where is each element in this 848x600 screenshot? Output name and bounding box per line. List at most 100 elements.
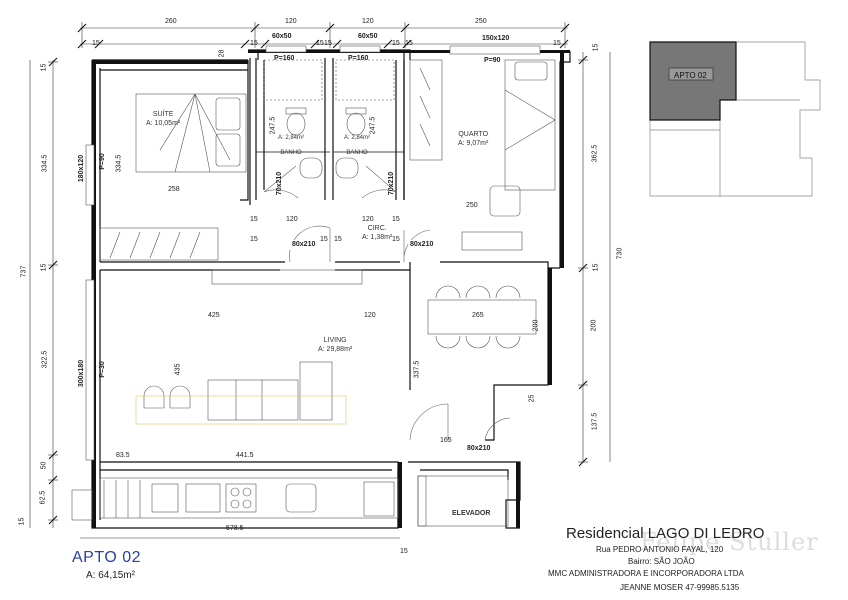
dim-living-200: 200 bbox=[532, 319, 540, 332]
dim-left-50: 50 bbox=[40, 461, 48, 470]
dim-circ-120b: 120 bbox=[362, 216, 374, 223]
key-plan-label: APTO 02 bbox=[674, 71, 707, 80]
dim-top-15g: 15 bbox=[553, 40, 561, 47]
dim-top-15f: 15 bbox=[405, 40, 413, 47]
dim-living-4415: 441.5 bbox=[236, 452, 254, 459]
room-quarto-area: A: 9,07m² bbox=[458, 140, 489, 147]
unit-name: APTO 02 bbox=[72, 549, 142, 566]
suite-bed bbox=[135, 93, 247, 173]
door-label-p30: P=30 bbox=[98, 361, 106, 378]
dim-quarto-width: 250 bbox=[466, 202, 478, 209]
room-quarto: QUARTO A: 9,07m² bbox=[458, 130, 488, 148]
sofa bbox=[207, 379, 299, 421]
dim-right-200: 200 bbox=[590, 319, 598, 332]
door-label-p90b: P=90 bbox=[98, 153, 106, 170]
room-banho2: A: 2,84m² BANHO bbox=[344, 134, 370, 158]
room-banho2-name: BANHO bbox=[346, 150, 368, 156]
dim-top-250: 250 bbox=[475, 18, 487, 25]
dim-top-15b: 15 bbox=[250, 40, 258, 47]
dim-bottom-15: 15 bbox=[400, 548, 408, 555]
door-label-banho1: 70x210 bbox=[276, 171, 284, 196]
dim-living-835: 83.5 bbox=[116, 452, 130, 459]
dim-banho2-height: 247.5 bbox=[369, 116, 377, 135]
dim-left-15c: 15 bbox=[18, 517, 26, 526]
dim-living-337: 337.5 bbox=[413, 360, 421, 379]
room-elevador: ELEVADOR bbox=[452, 510, 491, 517]
unit-area: A: 64,15m² bbox=[86, 570, 135, 581]
dim-living-435: 435 bbox=[174, 363, 182, 376]
room-circ: CIRC. A: 1,38m² bbox=[362, 224, 392, 242]
room-living: LIVING A: 29,88m² bbox=[318, 336, 352, 354]
dimension-ticks bbox=[48, 23, 588, 525]
key-plan bbox=[649, 41, 821, 197]
window-label-living: 300x180 bbox=[78, 359, 86, 388]
door-label-p160a: P=160 bbox=[274, 55, 295, 62]
window-label-banho1: 60x50 bbox=[272, 33, 292, 40]
project-company: MMC ADMINISTRADORA E INCORPORADORA LTDA bbox=[548, 569, 744, 578]
dim-25: 25 bbox=[528, 394, 536, 403]
dim-28: 28 bbox=[218, 49, 226, 58]
furniture bbox=[71, 59, 556, 527]
room-suite-area: A: 10,05m² bbox=[146, 120, 181, 127]
dim-living-120: 120 bbox=[364, 312, 376, 319]
dim-circ-120a: 120 bbox=[286, 216, 298, 223]
room-banho1-area: A: 2,84m² bbox=[278, 135, 305, 141]
dim-suite-height: 334.5 bbox=[115, 154, 123, 173]
dim-right-137: 137.5 bbox=[591, 412, 599, 431]
quarto-bed bbox=[504, 59, 556, 191]
door-label-p90a: P=90 bbox=[484, 57, 501, 64]
dim-top-15d: 15 bbox=[324, 40, 332, 47]
dim-top-120b: 120 bbox=[362, 18, 374, 25]
room-banho1: A: 2,84m² BANHO bbox=[278, 134, 304, 158]
door-swings bbox=[263, 165, 511, 441]
dim-c15d: 15 bbox=[392, 236, 400, 243]
window-label-suite: 180x120 bbox=[78, 154, 86, 183]
room-banho2-area: A: 2,84m² bbox=[344, 135, 371, 141]
dim-top-15c: 15 bbox=[316, 40, 324, 47]
dim-living-425: 425 bbox=[208, 312, 220, 319]
dim-living-265: 265 bbox=[472, 312, 484, 319]
dining-table bbox=[427, 299, 537, 335]
dim-c15f: 15 bbox=[392, 216, 400, 223]
dim-banho1-height: 247.5 bbox=[269, 116, 277, 135]
dim-top-260: 260 bbox=[165, 18, 177, 25]
door-label-banho2: 70x210 bbox=[388, 171, 396, 196]
room-suite-name: SUÍTE bbox=[152, 111, 174, 118]
project-name: Residencial LAGO DI LEDRO bbox=[566, 525, 765, 542]
watermark: Felipe Stuller bbox=[640, 528, 819, 556]
dim-bottom-5785: 578.5 bbox=[226, 525, 244, 532]
dim-left-334: 334.5 bbox=[41, 154, 49, 173]
dim-top-120a: 120 bbox=[285, 18, 297, 25]
project-neighborhood: Bairro: SÃO JOÃO bbox=[628, 557, 695, 566]
window-label-banho2: 60x50 bbox=[358, 33, 378, 40]
room-living-name: LIVING bbox=[323, 337, 347, 344]
dim-left-322: 322.5 bbox=[41, 350, 49, 369]
dim-c15c: 15 bbox=[334, 236, 342, 243]
door-label-quarto: 80x210 bbox=[410, 241, 434, 248]
dim-suite-width: 258 bbox=[168, 186, 180, 193]
door-labels-bg bbox=[290, 240, 500, 454]
window-label-quarto: 150x120 bbox=[482, 35, 510, 42]
dim-left-737: 737 bbox=[20, 265, 28, 278]
door-label-p160b: P=160 bbox=[348, 55, 369, 62]
door-label-entry: 80x210 bbox=[467, 445, 491, 452]
dim-top-15a: 15 bbox=[92, 40, 100, 47]
dim-right-15: 15 bbox=[592, 43, 600, 52]
room-quarto-name: QUARTO bbox=[458, 131, 489, 138]
room-circ-area: A: 1,38m² bbox=[362, 234, 393, 241]
dim-c15e: 15 bbox=[250, 216, 258, 223]
room-circ-name: CIRC. bbox=[367, 225, 387, 232]
room-banho1-name: BANHO bbox=[280, 150, 302, 156]
dim-right-15b: 15 bbox=[592, 263, 600, 272]
key-plan-unit bbox=[649, 41, 737, 121]
room-suite: SUÍTE A: 10,05m² bbox=[146, 110, 180, 128]
dim-left-15b: 15 bbox=[40, 263, 48, 272]
dim-living-165: 165 bbox=[440, 437, 452, 444]
dim-right-362: 362.5 bbox=[591, 144, 599, 163]
door-label-suite: 80x210 bbox=[292, 241, 316, 248]
dim-c15b: 15 bbox=[320, 236, 328, 243]
project-address: Rua PEDRO ANTONIO FAYAL, 120 bbox=[596, 545, 724, 554]
dim-top-15e: 15 bbox=[392, 40, 400, 47]
dim-right-730: 730 bbox=[616, 247, 624, 260]
